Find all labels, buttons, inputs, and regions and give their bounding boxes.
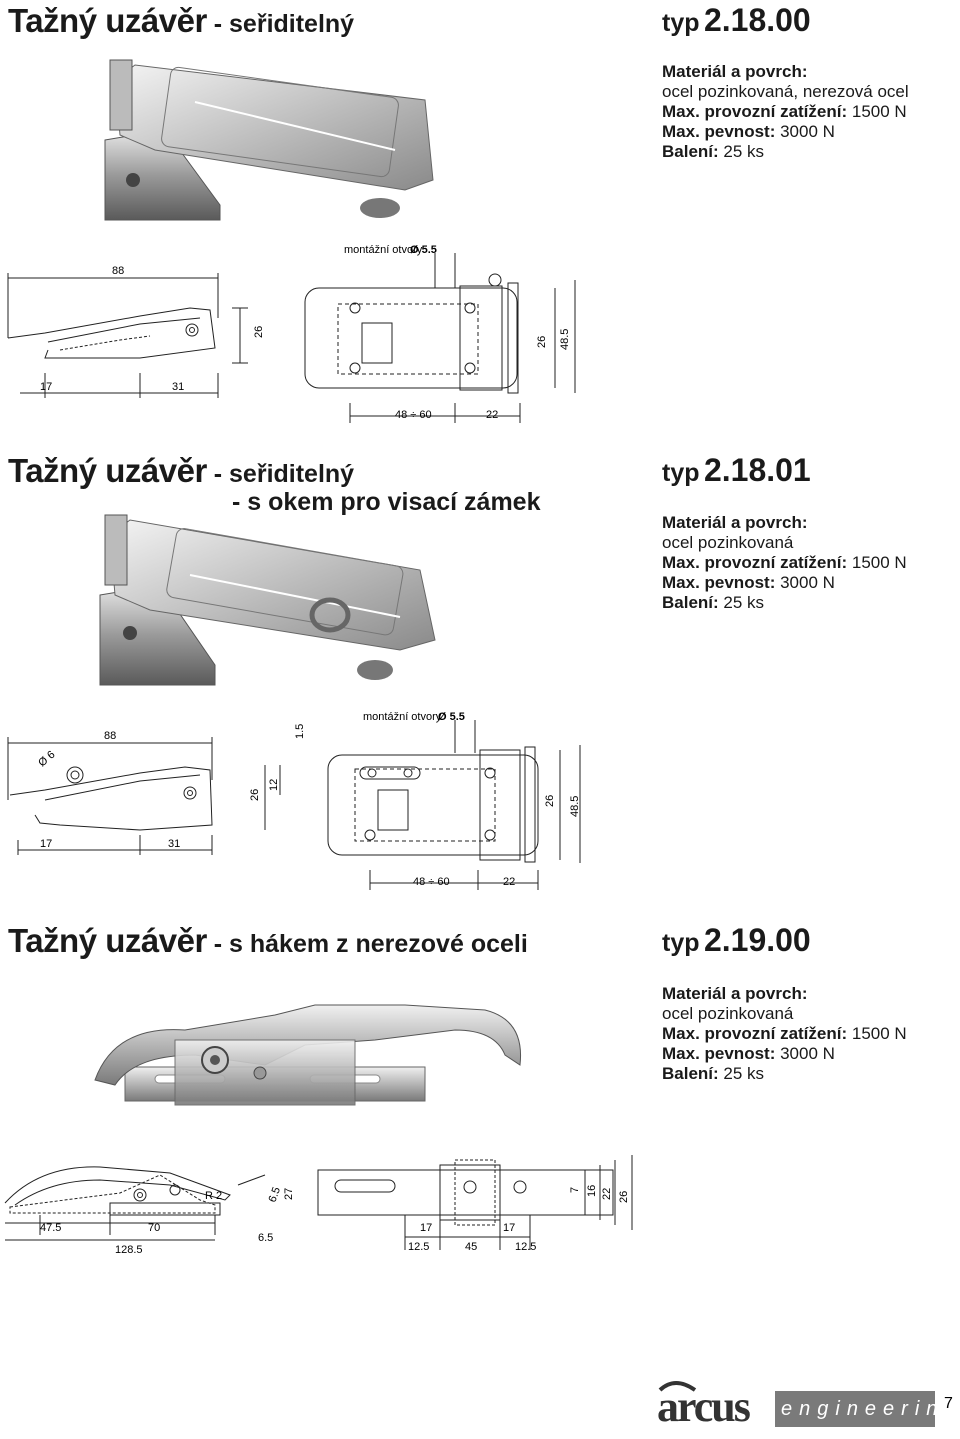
- product-2-typ-number: 2.18.01: [703, 452, 811, 488]
- product-1-typ: typ 2.18.00: [662, 2, 811, 39]
- product-1-spec: Materiál a povrch: ocel pozinkovaná, ner…: [662, 62, 909, 162]
- dim-2-5: 17: [40, 838, 52, 850]
- product-2-photo: [99, 514, 436, 686]
- dim-3-3: 6.5: [258, 1232, 273, 1244]
- spec-pack-label: Balení:: [662, 142, 719, 161]
- dim-3-4: R 2: [205, 1190, 222, 1202]
- dim-2-2: 26: [249, 789, 261, 801]
- mount-note-1: montážní otvory: [344, 244, 423, 256]
- product-2-title-sub2: - s okem pro visací zámek: [232, 488, 541, 516]
- dim-2-6: 31: [168, 838, 180, 850]
- hole-dim-1: Ø 5.5: [410, 244, 437, 256]
- spec-material-value: ocel pozinkovaná: [662, 533, 794, 552]
- product-3-spec: Materiál a povrch: ocel pozinkovaná Max.…: [662, 984, 907, 1084]
- dim-2-8: 22: [503, 876, 515, 888]
- dim-3-1: 70: [148, 1222, 160, 1234]
- spec-material-label: Materiál a povrch:: [662, 513, 808, 532]
- product-1-typ-label: typ: [662, 9, 700, 37]
- dim-1-0: 88: [112, 265, 124, 277]
- dim-1-4: 48 ÷ 60: [395, 409, 432, 421]
- dim-3-12: 7: [569, 1187, 581, 1193]
- product-2-title-main: Tažný uzávěr: [8, 452, 207, 489]
- product-2-drawing: montážní otvory Ø 5.5 88 Ø 6 26 12 1.5 1…: [7, 711, 581, 890]
- product-2-title-sub: - seřiditelný: [206, 460, 355, 488]
- spec-strength-label: Max. pevnost:: [662, 573, 776, 592]
- dim-3-7: 17: [420, 1222, 432, 1234]
- product-2-title: Tažný uzávěr - seřiditelný: [8, 452, 354, 490]
- spec-strength-value: 3000 N: [780, 122, 835, 141]
- spec-load-value: 1500 N: [851, 102, 907, 121]
- dim-1-2: 17: [40, 381, 52, 393]
- product-1-title: Tažný uzávěr - seřiditelný: [8, 2, 354, 40]
- spec-pack-value: 25 ks: [723, 1064, 765, 1083]
- product-1-typ-number: 2.18.00: [703, 2, 811, 38]
- dim-1-6: 26: [536, 336, 548, 348]
- dim-3-0: 47.5: [40, 1222, 61, 1234]
- product-2-spec: Materiál a povrch: ocel pozinkovaná Max.…: [662, 513, 907, 613]
- spec-pack-value: 25 ks: [723, 142, 765, 161]
- dim-3-15: 26: [618, 1191, 630, 1203]
- product-3-typ: typ 2.19.00: [662, 922, 811, 959]
- dim-3-6: 27: [283, 1188, 295, 1200]
- dim-3-2: 128.5: [115, 1244, 143, 1256]
- product-1-drawing: montážní otvory Ø 5.5 88 26 17 31 48 ÷ 6…: [7, 244, 576, 423]
- dim-3-14: 22: [601, 1188, 613, 1200]
- product-1-title-main: Tažný uzávěr: [8, 2, 207, 39]
- dim-3-8: 17: [503, 1222, 515, 1234]
- dim-3-13: 16: [586, 1185, 598, 1197]
- spec-material-value: ocel pozinkovaná, nerezová ocel: [662, 82, 909, 101]
- spec-material-value: ocel pozinkovaná: [662, 1004, 794, 1023]
- dim-2-4: 1.5: [294, 724, 306, 739]
- dim-2-3: 12: [268, 779, 280, 791]
- spec-strength-value: 3000 N: [780, 573, 835, 592]
- dim-1-3: 31: [172, 381, 184, 393]
- page-number: 7: [944, 1395, 953, 1412]
- product-3-title: Tažný uzávěr - s hákem z nerezové oceli: [8, 922, 528, 960]
- dim-1-7: 48.5: [559, 329, 571, 350]
- spec-strength-value: 3000 N: [780, 1044, 835, 1063]
- product-3-title-main: Tažný uzávěr: [8, 922, 207, 959]
- arcus-logo-text: arcus: [657, 1382, 751, 1431]
- product-3-photo: [94, 1004, 522, 1106]
- spec-load-label: Max. provozní zatížení:: [662, 553, 848, 572]
- hole-dim-2: Ø 5.5: [438, 711, 465, 723]
- dim-1-5: 22: [486, 409, 498, 421]
- product-3-title-sub: - s hákem z nerezové oceli: [206, 930, 528, 958]
- product-1-photo: [104, 59, 434, 221]
- dim-2-10: 48.5: [569, 796, 581, 817]
- product-3-typ-number: 2.19.00: [703, 922, 811, 958]
- arcus-logo: arcus engineering: [655, 1376, 956, 1434]
- product-2-typ-label: typ: [662, 459, 700, 487]
- spec-material-label: Materiál a povrch:: [662, 62, 808, 81]
- spec-pack-label: Balení:: [662, 593, 719, 612]
- product-3-typ-label: typ: [662, 929, 700, 957]
- spec-load-value: 1500 N: [851, 1024, 907, 1043]
- dim-2-7: 48 ÷ 60: [413, 876, 450, 888]
- spec-load-value: 1500 N: [851, 553, 907, 572]
- spec-pack-label: Balení:: [662, 1064, 719, 1083]
- dim-2-1: Ø 6: [36, 749, 57, 770]
- dim-1-1: 26: [253, 326, 265, 338]
- dim-3-9: 12.5: [408, 1241, 429, 1253]
- dim-2-0: 88: [104, 730, 116, 742]
- spec-pack-value: 25 ks: [723, 593, 765, 612]
- spec-material-label: Materiál a povrch:: [662, 984, 808, 1003]
- product-2-typ: typ 2.18.01: [662, 452, 811, 489]
- product-1-title-sub: - seřiditelný: [206, 10, 355, 38]
- spec-strength-label: Max. pevnost:: [662, 1044, 776, 1063]
- dim-3-10: 45: [465, 1241, 477, 1253]
- spec-strength-label: Max. pevnost:: [662, 122, 776, 141]
- product-3-drawing: 47.5 70 128.5 6.5 R 2 6.5 27 17 17 12.5 …: [4, 1155, 633, 1256]
- spec-load-label: Max. provozní zatížení:: [662, 1024, 848, 1043]
- dim-2-9: 26: [544, 795, 556, 807]
- mount-note-2: montážní otvory: [363, 711, 442, 723]
- arcus-logo-tagline: engineering: [781, 1398, 960, 1420]
- dim-3-5: 6.5: [267, 1186, 284, 1204]
- spec-load-label: Max. provozní zatížení:: [662, 102, 848, 121]
- dim-3-11: 12.5: [515, 1241, 536, 1253]
